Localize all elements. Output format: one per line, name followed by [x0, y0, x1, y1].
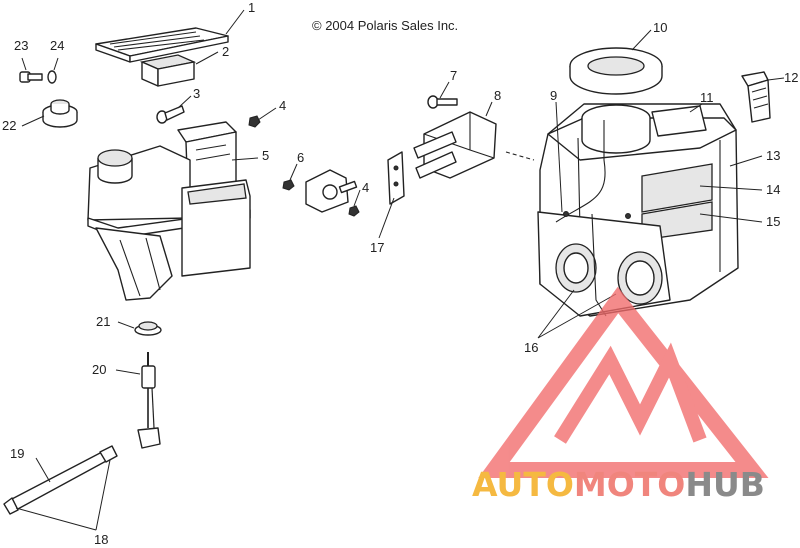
washer-24	[47, 70, 57, 84]
callout-19: 19	[10, 446, 24, 461]
oil-level-sensor	[137, 352, 161, 449]
callout-18: 18	[94, 532, 108, 547]
valve-body	[305, 169, 358, 213]
triangle-m-logo-icon	[478, 286, 769, 478]
callout-6: 6	[297, 150, 304, 165]
callout-4: 4	[279, 98, 286, 113]
callout-20: 20	[92, 362, 106, 377]
callout-10: 10	[653, 20, 667, 35]
callout-3: 3	[193, 86, 200, 101]
foam-block	[139, 54, 197, 87]
watermark-moto: MOTO	[574, 465, 685, 504]
watermark-hub: HUB	[685, 465, 765, 504]
tank-lid	[95, 27, 229, 63]
nut-4-left	[248, 115, 261, 128]
callout-17: 17	[370, 240, 384, 255]
bracket-8	[413, 111, 497, 179]
callout-13: 13	[766, 148, 780, 163]
callout-16: 16	[524, 340, 538, 355]
guide-line	[505, 151, 535, 161]
leader-lines	[15, 9, 785, 531]
callout-24: 24	[50, 38, 64, 53]
callout-8: 8	[494, 88, 501, 103]
watermark: AUTOMOTOHUB	[472, 286, 769, 504]
watermark-auto: AUTO	[472, 465, 574, 504]
vent-hose	[3, 445, 118, 515]
callout-22: 22	[2, 118, 16, 133]
gasket-ring	[569, 47, 663, 95]
air-box	[537, 103, 739, 317]
callout-14: 14	[766, 182, 780, 197]
copyright-text: © 2004 Polaris Sales Inc.	[312, 18, 458, 33]
callout-15: 15	[766, 214, 780, 229]
callout-23: 23	[14, 38, 28, 53]
bolt-23	[19, 71, 43, 83]
oil-tank	[87, 145, 251, 301]
filler-cap	[42, 99, 78, 128]
bolt-7	[427, 95, 458, 109]
callout-12: 12	[784, 70, 798, 85]
callout-7: 7	[450, 68, 457, 83]
callout-5: 5	[262, 148, 269, 163]
clip-17	[387, 151, 405, 205]
callout-21: 21	[96, 314, 110, 329]
callout-1: 1	[248, 0, 255, 15]
callout-2: 2	[222, 44, 229, 59]
clamp-12	[741, 71, 771, 123]
callout-9: 9	[550, 88, 557, 103]
nut-6	[282, 179, 295, 191]
screw-3	[156, 105, 185, 124]
callout-4b: 4	[362, 180, 369, 195]
callout-11: 11	[700, 90, 714, 105]
svg-text:AUTOMOTOHUB: AUTOMOTOHUB	[472, 465, 765, 504]
nut-4-right	[348, 205, 360, 217]
grommet	[134, 321, 162, 336]
